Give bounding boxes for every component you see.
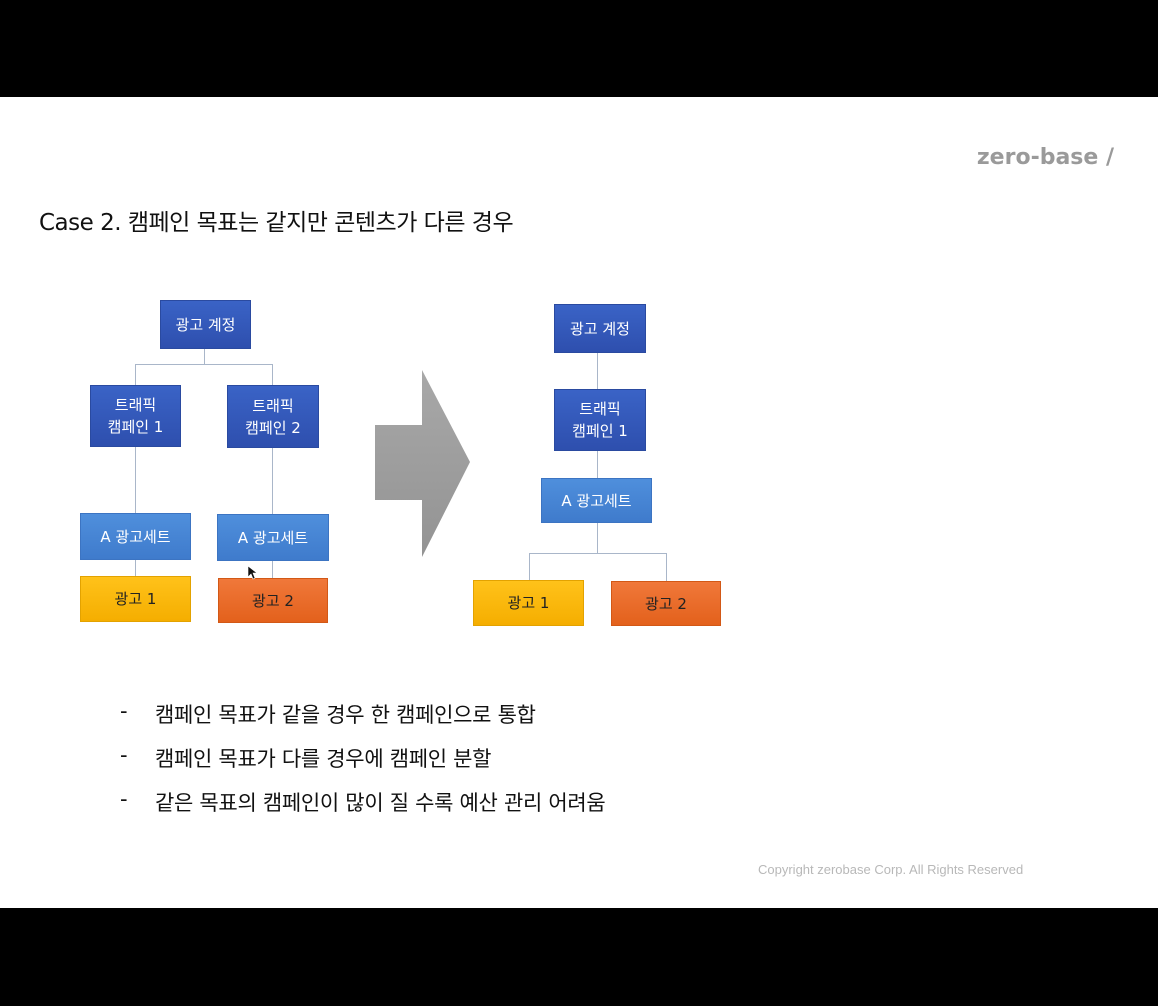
bullet-dash: - <box>120 699 128 723</box>
traffic-campaign-2-box: 트래픽 캠페인 2 <box>227 385 319 448</box>
connector <box>529 553 667 554</box>
connector <box>597 451 598 478</box>
ad-account-box: 광고 계정 <box>160 300 251 349</box>
zerobase-logo: zero-base / <box>976 145 1114 170</box>
box-label: A 광고세트 <box>100 527 171 546</box>
ad-account-box: 광고 계정 <box>554 304 646 353</box>
connector <box>135 560 136 576</box>
letterbox-top <box>0 0 1158 97</box>
box-label: 캠페인 1 <box>107 418 164 436</box>
bullet-text: 캠페인 목표가 다를 경우에 캠페인 분할 <box>155 747 492 771</box>
box-label: A 광고세트 <box>237 528 309 547</box>
slide: zero-base / Case 2. 캠페인 목표는 같지만 콘텐츠가 다른 … <box>0 97 1158 908</box>
box-label: 트래픽 <box>252 396 294 415</box>
slide-title: Case 2. 캠페인 목표는 같지만 콘텐츠가 다른 경우 <box>39 210 514 236</box>
connector <box>597 353 598 389</box>
connector <box>272 364 273 385</box>
box-label: 광고 계정 <box>175 315 236 334</box>
bullet-dash: - <box>120 743 128 767</box>
traffic-campaign-1-box: 트래픽 캠페인 1 <box>90 385 181 447</box>
box-label: 캠페인 1 <box>572 422 628 440</box>
ad-2-box: 광고 2 <box>218 578 328 623</box>
box-label: 광고 2 <box>645 594 687 613</box>
bullet-dash: - <box>120 787 128 811</box>
right-arrow-icon <box>375 370 470 557</box>
ad-1-box: 광고 1 <box>80 576 191 622</box>
connector <box>272 448 273 514</box>
connector <box>135 447 136 513</box>
connector <box>597 523 598 553</box>
connector <box>204 349 205 364</box>
bullet-text: 같은 목표의 캠페인이 많이 질 수록 예산 관리 어려움 <box>155 791 606 815</box>
box-label: 광고 2 <box>252 591 294 610</box>
box-label: 광고 1 <box>507 594 550 612</box>
connector <box>272 561 273 578</box>
adset-a-box-2: A 광고세트 <box>217 514 329 561</box>
copyright-notice: Copyright zerobase Corp. All Rights Rese… <box>758 862 1024 877</box>
ad-2-box: 광고 2 <box>611 581 721 626</box>
traffic-campaign-1-box: 트래픽 캠페인 1 <box>554 389 646 451</box>
adset-a-box: A 광고세트 <box>541 478 652 523</box>
adset-a-box-1: A 광고세트 <box>80 513 191 560</box>
mouse-cursor-icon <box>248 566 258 580</box>
box-label: 트래픽 <box>114 396 157 414</box>
box-label: 트래픽 <box>579 400 621 418</box>
connector <box>529 553 530 580</box>
box-label: 캠페인 2 <box>245 418 301 437</box>
letterbox-bottom <box>0 908 1158 1006</box>
box-label: 광고 1 <box>114 590 157 608</box>
bullet-text: 캠페인 목표가 같을 경우 한 캠페인으로 통합 <box>155 703 536 727</box>
connector <box>666 553 667 581</box>
box-label: A 광고세트 <box>561 491 632 510</box>
ad-1-box: 광고 1 <box>473 580 584 626</box>
connector <box>135 364 136 385</box>
connector <box>135 364 273 365</box>
box-label: 광고 계정 <box>570 319 630 338</box>
